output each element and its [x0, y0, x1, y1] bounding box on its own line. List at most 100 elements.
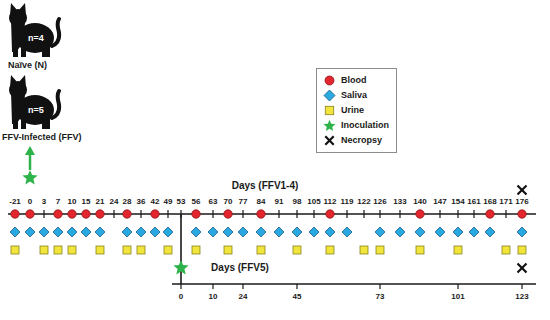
axis-tick: [212, 284, 213, 289]
divider-line: [180, 214, 182, 284]
axis-tick: [379, 210, 380, 218]
tick-label: 15: [82, 198, 91, 206]
blood-marker: [486, 210, 494, 218]
tick-label: 53: [177, 198, 186, 206]
tick-label: 10: [209, 293, 218, 301]
saliva-marker: [150, 227, 160, 237]
saliva-marker: [39, 227, 49, 237]
legend-symbol: [323, 104, 336, 117]
cat-leg: [21, 46, 26, 57]
cat-leg: [42, 116, 50, 129]
saliva-marker: [325, 227, 335, 237]
saliva-marker: [274, 227, 284, 237]
blood-marker: [224, 210, 232, 218]
cat-leg: [13, 118, 18, 129]
tick-label: 133: [393, 198, 406, 206]
urine-marker: [326, 246, 334, 254]
saliva-marker: [485, 227, 495, 237]
urine-marker: [293, 246, 301, 254]
axis-tick: [457, 284, 458, 289]
saliva-marker: [122, 227, 132, 237]
blood-marker: [416, 210, 424, 218]
necropsy-mark: [325, 136, 333, 144]
legend-row: Inoculation: [323, 118, 389, 133]
axis-tick: [242, 210, 243, 218]
urine-marker: [257, 246, 265, 254]
tick-label: 84: [257, 198, 266, 206]
tick-label: 161: [467, 198, 480, 206]
tick-label: 98: [293, 198, 302, 206]
cat-group: n=4Naïve (N): [2, 2, 102, 74]
urine-marker: [518, 246, 526, 254]
cat-leg: [42, 44, 50, 57]
legend-symbol: [323, 119, 336, 132]
inoculation-star: [22, 170, 37, 184]
necropsy-mark: [325, 136, 333, 144]
saliva-marker: [375, 227, 385, 237]
tick-label: 101: [451, 293, 464, 301]
tick-label: 0: [179, 293, 183, 301]
tick-label: 42: [151, 198, 160, 206]
tick-label: 147: [433, 198, 446, 206]
axis-tick: [457, 210, 458, 218]
group-name: Naïve (N): [8, 61, 47, 70]
group-name: FFV-Infected (FFV): [2, 133, 82, 142]
legend-label: Blood: [341, 76, 367, 85]
saliva-marker: [292, 227, 302, 237]
blood-marker: [518, 210, 526, 218]
urine-marker: [137, 246, 145, 254]
urine-marker: [96, 246, 104, 254]
legend-row: Necropsy: [323, 133, 389, 148]
cat-silhouette: [2, 2, 62, 58]
necropsy-mark: [518, 264, 527, 273]
cat-ear: [19, 75, 26, 87]
tick-label: 119: [341, 198, 354, 206]
cat-leg: [21, 118, 26, 129]
arrow-head: [25, 146, 35, 155]
tick-label: 0: [28, 198, 32, 206]
saliva-marker: [453, 227, 463, 237]
urine-marker: [40, 246, 48, 254]
urine-marker: [224, 246, 232, 254]
axis-tick: [439, 210, 440, 218]
axis-tick: [505, 210, 506, 218]
axis-tick: [521, 284, 522, 289]
saliva-marker: [324, 90, 335, 101]
tick-label: 49: [164, 198, 173, 206]
legend-symbol: [323, 89, 336, 102]
tick-label: 126: [373, 198, 386, 206]
axis-tick: [180, 284, 181, 289]
saliva-marker: [208, 227, 218, 237]
tick-label: 45: [293, 293, 302, 301]
legend-symbol: [323, 74, 336, 87]
arrow-shaft: [29, 154, 32, 170]
legend-label: Saliva: [341, 91, 367, 100]
saliva-marker: [395, 227, 405, 237]
saliva-marker: [517, 227, 527, 237]
tick-label: 77: [239, 198, 248, 206]
urine-marker: [123, 246, 131, 254]
tick-label: 154: [451, 198, 464, 206]
blood-marker: [326, 210, 334, 218]
tick-label: 24: [110, 198, 119, 206]
cat-ear: [10, 75, 17, 87]
axis-tick: [113, 210, 114, 218]
axis-tick: [363, 210, 364, 218]
urine-marker: [416, 246, 424, 254]
necropsy-mark: [518, 186, 527, 195]
blood-marker: [96, 210, 104, 218]
saliva-marker: [469, 227, 479, 237]
tick-label: 112: [324, 198, 337, 206]
saliva-marker: [342, 227, 352, 237]
urine-marker: [454, 246, 462, 254]
saliva-marker: [136, 227, 146, 237]
urine-marker: [325, 106, 333, 114]
tick-label: 24: [239, 293, 248, 301]
saliva-marker: [415, 227, 425, 237]
legend-label: Necropsy: [341, 136, 382, 145]
legend-symbol: [323, 134, 336, 147]
axis-line: [172, 283, 536, 285]
blood-marker: [26, 210, 34, 218]
axis-tick: [473, 210, 474, 218]
